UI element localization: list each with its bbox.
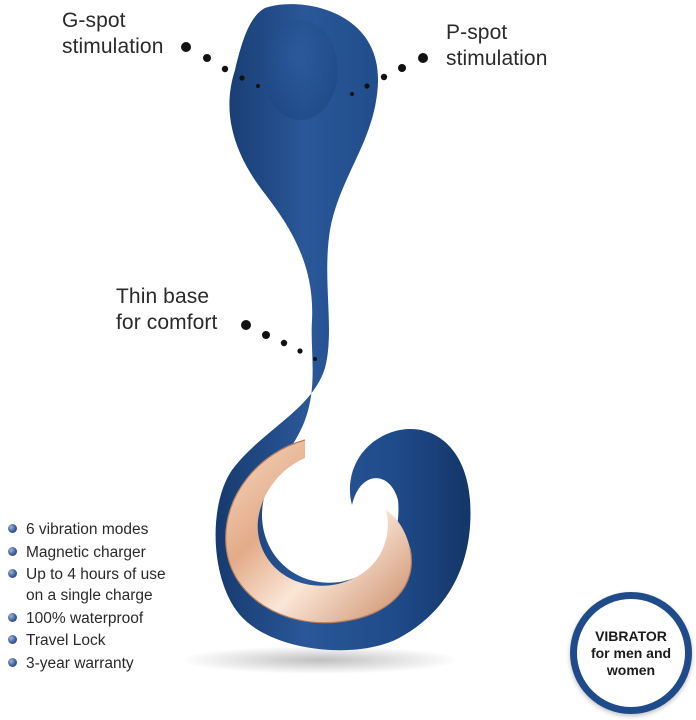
feature-item: 6 vibration modes (8, 519, 166, 540)
g-spot-callout-dots (181, 42, 260, 88)
p-spot-label-line2: stimulation (446, 47, 548, 70)
feature-item: Magnetic charger (8, 542, 166, 563)
thin-base-label: Thin base for comfort (116, 284, 217, 336)
p-spot-label-line1: P-spot (446, 21, 508, 44)
feature-text-continued: on a single charge (26, 587, 153, 604)
bullet-icon (8, 635, 17, 644)
vibrator-badge: VIBRATOR for men and women (570, 592, 692, 714)
feature-text: 3-year warranty (26, 654, 134, 672)
feature-item: Travel Lock (8, 630, 166, 651)
thin-base-label-line1: Thin base (116, 285, 210, 308)
feature-text: Magnetic charger (26, 543, 146, 561)
g-spot-label-line1: G-spot (62, 9, 126, 32)
badge-inner: VIBRATOR for men and women (577, 599, 685, 707)
feature-item: 100% waterproof (8, 608, 166, 629)
feature-text: Up to 4 hours of use (26, 566, 166, 583)
product-body (215, 4, 471, 651)
badge-line1: VIBRATOR (595, 627, 667, 644)
p-spot-callout-dots (350, 53, 428, 96)
p-spot-label: P-spot stimulation (446, 20, 547, 72)
bullet-icon (8, 612, 17, 622)
bullet-icon (8, 569, 17, 578)
badge-line2: for men and (590, 644, 672, 661)
bullet-icon (8, 657, 17, 667)
feature-item: Up to 4 hours of use on a single charge (8, 564, 166, 606)
gold-handle-edge (225, 439, 412, 624)
g-spot-label: G-spot stimulation (62, 8, 163, 60)
head-highlight (262, 20, 338, 120)
g-spot-label-line2: stimulation (62, 35, 164, 58)
bullet-icon (8, 546, 17, 556)
thin-base-label-line2: for comfort (116, 311, 218, 334)
gold-handle (225, 440, 412, 623)
feature-text: 100% waterproof (26, 609, 144, 627)
bullet-icon (8, 524, 17, 533)
feature-item: 3-year warranty (8, 653, 166, 674)
feature-text: Travel Lock (26, 632, 106, 649)
floor-shadow (180, 646, 460, 674)
feature-text: 6 vibration modes (26, 521, 149, 538)
feature-list: 6 vibration modes Magnetic charger Up to… (8, 519, 166, 675)
thin-base-callout-dots (241, 320, 317, 361)
badge-line3: women (606, 661, 656, 678)
